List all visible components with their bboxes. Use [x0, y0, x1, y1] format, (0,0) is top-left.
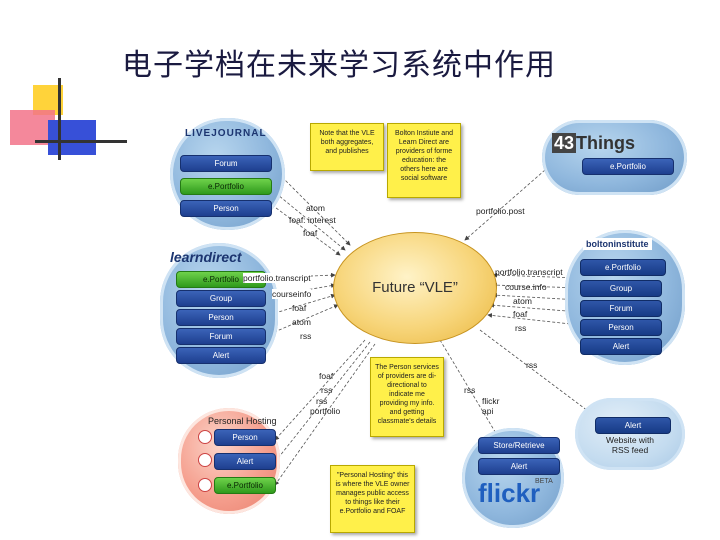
livejournal-eportfolio: e.Portfolio [180, 178, 272, 195]
website-cloud [575, 398, 685, 470]
learndirect-group: Group [176, 290, 266, 307]
label-rss-right: rss [515, 323, 527, 333]
livejournal-logo: LIVEJOURNAL [185, 128, 267, 139]
learndirect-person: Person [176, 309, 266, 326]
flickr-logo: flickr [478, 478, 541, 508]
bolton-eportfolio: e.Portfolio [580, 259, 666, 276]
label-foaf-bottom: foaf [319, 371, 334, 381]
flickr-store-retrieve: Store/Retrieve [478, 437, 560, 454]
smile-icon [198, 430, 212, 444]
label-portfolio-transcript-left: portfolio.transcript [243, 273, 311, 283]
43things-eportfolio: e.Portfolio [582, 158, 674, 175]
label-rss-bottom-1: rss [321, 385, 333, 395]
corner-decoration [0, 0, 140, 170]
label-foaf-right: foaf [513, 309, 528, 319]
personal-hosting-title: Personal Hosting [208, 416, 277, 426]
website-caption: Website with RSS feed [606, 435, 655, 455]
livejournal-forum: Forum [180, 155, 272, 172]
label-atom-left: atom [292, 317, 311, 327]
label-portfolio-bottom: portfolio [310, 406, 341, 416]
label-rss-website: rss [526, 360, 538, 370]
bolton-alert: Alert [580, 338, 662, 355]
label-foaf-interest: foaf: interest [289, 215, 336, 225]
note-person-services: The Person services of providers are di-… [370, 357, 444, 437]
page-title: 电子学档在未来学习系统中作用 [122, 48, 556, 83]
label-flickr-api: flickr api [482, 396, 500, 416]
label-foaf: foaf [303, 228, 318, 238]
bolton-forum: Forum [580, 300, 662, 317]
label-courseinfo-left: courseinfo [272, 289, 312, 299]
label-portfolio-transcript-right: portfolio.transcript [495, 267, 563, 277]
bolton-person: Person [580, 319, 662, 336]
flickr-beta-badge: BETA [535, 478, 553, 485]
43things-cloud [542, 120, 687, 195]
note-personal-hosting: "Personal Hosting" this is where the VLE… [330, 465, 415, 533]
bolton-group: Group [580, 280, 662, 297]
note-vle-aggregates: Note that the VLE both aggregates, and p… [310, 123, 384, 171]
label-atom-right: atom [513, 296, 532, 306]
smile-icon [198, 453, 212, 467]
learndirect-alert: Alert [176, 347, 266, 364]
label-atom: atom [306, 203, 325, 213]
bolton-logo: boltoninstitute [583, 238, 652, 250]
learndirect-forum: Forum [176, 328, 266, 345]
label-rss-bottom-2: rss [316, 396, 328, 406]
label-rss-left: rss [300, 331, 312, 341]
label-rss-flickr: rss [464, 385, 476, 395]
learndirect-logo: learndirect [170, 249, 242, 265]
43things-logo-num: 43 [552, 133, 577, 153]
website-alert: Alert [595, 417, 671, 434]
label-foaf-left: foaf [292, 303, 307, 313]
personal-hosting-alert: Alert [214, 453, 276, 470]
label-portfolio-post: portfolio.post [476, 206, 525, 216]
personal-hosting-eportfolio: e.Portfolio [214, 477, 276, 494]
flickr-alert: Alert [478, 458, 560, 475]
livejournal-person: Person [180, 200, 272, 217]
personal-hosting-person: Person [214, 429, 276, 446]
label-courseinfo-right: course.info [505, 282, 547, 292]
future-vle-node: Future “VLE” [333, 232, 497, 344]
smile-icon [198, 478, 212, 492]
note-bolton-learndirect: Bolton Instiute and Learn Direct are pro… [387, 123, 461, 198]
43things-logo-text: Things [576, 133, 636, 153]
